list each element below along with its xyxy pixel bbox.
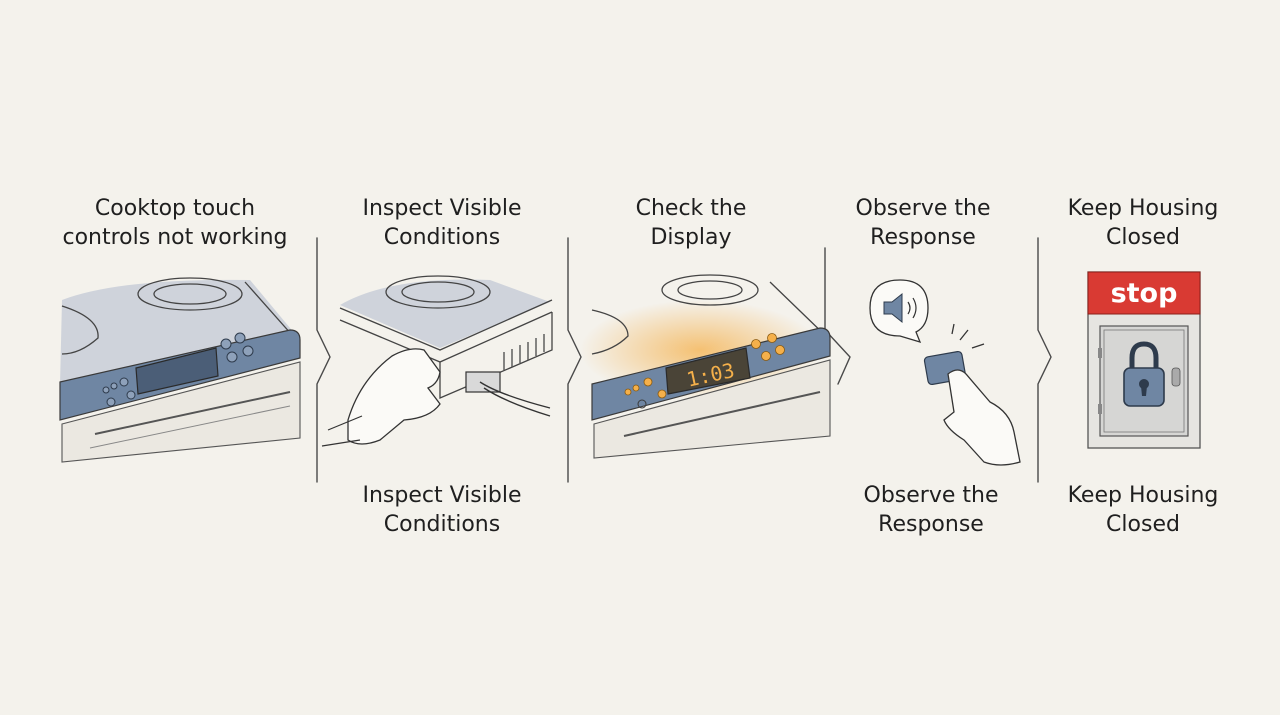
divider-2-arrow xyxy=(567,237,582,483)
step-1-title: Cooktop touch controls not working xyxy=(62,196,288,250)
speaker-icon xyxy=(883,292,903,324)
divider-1-arrow xyxy=(316,237,331,483)
padlock-shackle xyxy=(1129,341,1159,370)
step-4-caption: Observe the Response xyxy=(863,483,999,537)
step-2-caption: Inspect Visible Conditions xyxy=(362,483,522,537)
divider-3-arrow xyxy=(824,247,851,385)
step-5-caption: Keep Housing Closed xyxy=(1067,483,1219,537)
step-2-title: Inspect Visible Conditions xyxy=(362,196,522,250)
stop-label: stop xyxy=(1111,278,1178,309)
stop-banner xyxy=(1087,271,1201,315)
step-3-title: Check the Display xyxy=(635,196,747,250)
divider-4-arrow xyxy=(1037,237,1052,483)
step-4-title: Observe the Response xyxy=(855,196,991,250)
step-5-title: Keep Housing Closed xyxy=(1067,196,1219,250)
